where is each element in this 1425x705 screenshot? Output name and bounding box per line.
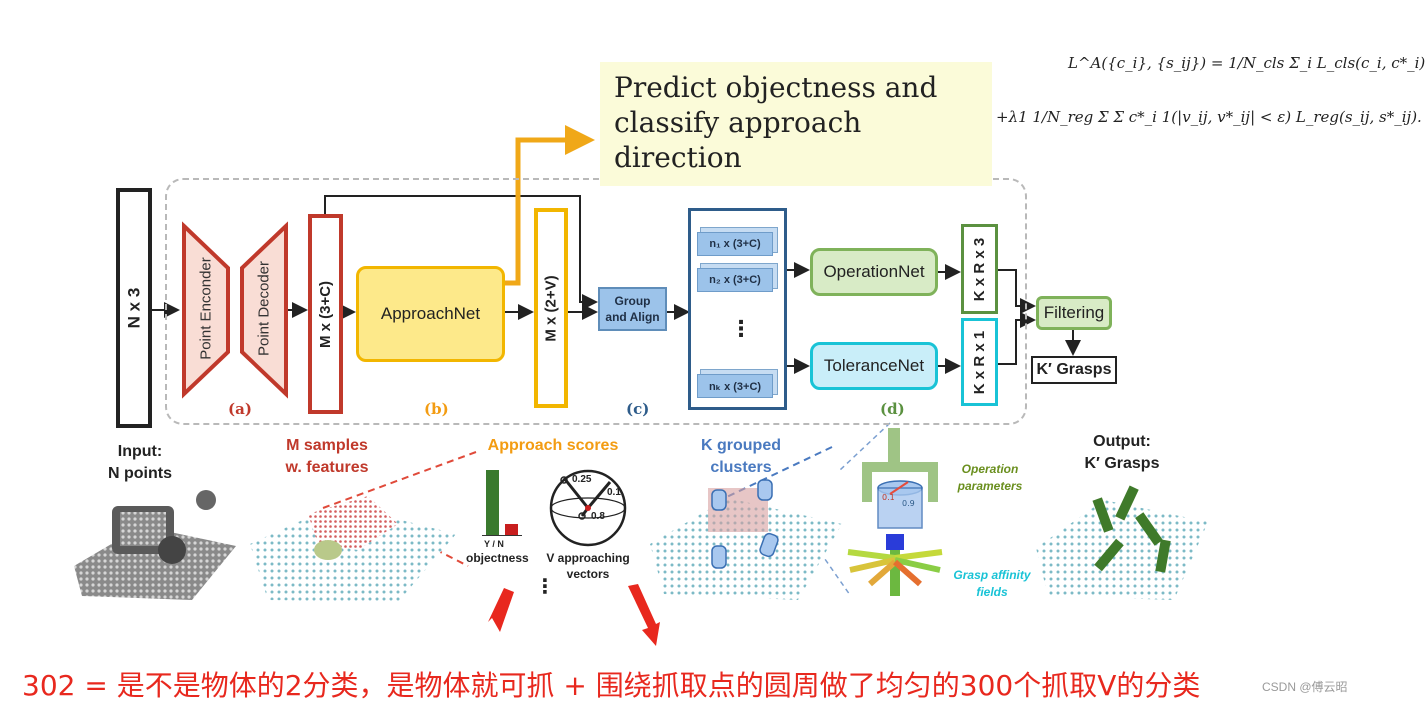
pipeline-frame xyxy=(165,178,1027,425)
tolerance-output-label: K x R x 1 xyxy=(971,330,988,394)
caption-output-line-2: K′ Grasps xyxy=(1084,455,1160,472)
point-decoder-shape xyxy=(240,221,288,399)
group-align-block: Group and Align xyxy=(598,287,667,331)
approach-output-block: M x (2+V) xyxy=(534,208,568,408)
svg-text:0.1: 0.1 xyxy=(882,493,895,502)
objectness-y-n: Y / N xyxy=(484,539,504,549)
affinity-caption-line-1: Grasp affinity xyxy=(953,568,1031,582)
point-encoder-shape xyxy=(182,221,230,399)
sphere-value-01: 0.1 xyxy=(607,487,621,498)
operation-parameters-caption: Operation parameters xyxy=(950,461,1030,495)
stage-label-d: (d) xyxy=(880,400,905,418)
loss-formula-line-1: L^A({c_i}, {s_ij}) = 1/N_cls Σ_i L_cls(c… xyxy=(1068,54,1425,72)
seed-features-block: M x (3+C) xyxy=(308,214,343,414)
caption-samples-line-2: w. features xyxy=(285,459,369,476)
approach-sphere-icon xyxy=(549,469,627,547)
vectors-caption-line-2: vectors xyxy=(566,567,610,581)
caption-output-line-1: Output: xyxy=(1093,433,1151,450)
group-align-label: Group and Align xyxy=(605,294,660,324)
approach-output-label: M x (2+V) xyxy=(542,274,560,342)
tolerancenet-block: ToleranceNet xyxy=(810,342,938,390)
vectors-caption-line-1: V approaching xyxy=(546,551,630,565)
caption-output: Output: K′ Grasps xyxy=(1072,431,1172,475)
objectness-caption: objectness xyxy=(466,551,529,565)
red-arrow-right-icon xyxy=(628,584,660,646)
point-decoder-label: Point Decoder xyxy=(255,260,273,357)
callout-line-3: direction xyxy=(614,141,742,174)
cluster-item-1: n₁ x (3+C) xyxy=(697,232,773,256)
loss-formula-line-2: +λ1 1/N_reg Σ Σ c*_i 1(|v_ij, v*_ij| < ε… xyxy=(996,108,1422,126)
cluster-item-2: n₂ x (3+C) xyxy=(697,268,773,292)
caption-grouped-clusters: K grouped clusters xyxy=(686,435,796,479)
sphere-value-08: 0.8 xyxy=(591,511,605,522)
caption-approach-scores: Approach scores xyxy=(487,437,619,454)
operation-output-label: K x R x 3 xyxy=(971,237,988,301)
operation-output-block: K x R x 3 xyxy=(961,224,998,314)
cluster-item-k: nₖ x (3+C) xyxy=(697,374,773,398)
operationnet-block: OperationNet xyxy=(810,248,938,296)
affinity-fields-graphic xyxy=(847,534,943,596)
samples-point-cloud-image xyxy=(250,496,456,602)
svg-text:0.9: 0.9 xyxy=(902,499,915,508)
approachnet-block: ApproachNet xyxy=(356,266,505,362)
caption-input-line-2: N points xyxy=(108,465,172,482)
input-block: N x 3 xyxy=(116,188,152,428)
callout-line-1: Predict objectness and xyxy=(614,71,938,104)
affinity-caption: Grasp affinity fields xyxy=(944,567,1040,601)
sphere-value-025: 0.25 xyxy=(572,474,592,485)
callout-box: Predict objectness and classify approach… xyxy=(600,62,992,186)
watermark: CSDN @傅云昭 xyxy=(1262,680,1348,694)
stage-label-a: (a) xyxy=(228,400,252,418)
vectors-ellipsis: ⋮ xyxy=(535,576,555,598)
objectness-bar-no xyxy=(505,524,518,535)
caption-grouped-line-1: K grouped xyxy=(701,437,781,454)
caption-grouped-line-2: clusters xyxy=(710,459,772,476)
input-block-label: N x 3 xyxy=(124,287,144,329)
cluster-ellipsis: ⋮ xyxy=(730,316,752,341)
objectness-bar-yes xyxy=(486,470,499,535)
clusters-point-cloud-image xyxy=(650,479,842,600)
red-arrow-left-icon xyxy=(488,588,514,632)
operation-parameters-line-1: Operation xyxy=(961,462,1019,476)
caption-samples-line-1: M samples xyxy=(286,437,368,454)
tolerance-output-block: K x R x 1 xyxy=(961,318,998,406)
vectors-caption: V approaching vectors xyxy=(540,550,636,582)
chinese-note: 302 = 是不是物体的2分类，是物体就可抓 + 围绕抓取点的圆周做了均匀的30… xyxy=(22,669,1201,702)
point-encoder-label: Point Enconder xyxy=(197,257,215,360)
seed-features-label: M x (3+C) xyxy=(317,280,335,348)
operation-parameters-line-2: parameters xyxy=(957,479,1023,493)
gripper-graphic: 0.1 0.9 xyxy=(862,428,938,529)
affinity-caption-line-2: fields xyxy=(976,585,1008,599)
stage-label-c: (c) xyxy=(626,400,650,418)
objectness-baseline xyxy=(482,535,522,536)
caption-input-line-1: Input: xyxy=(117,443,163,460)
callout-line-2: classify approach xyxy=(614,106,862,139)
caption-samples: M samples w. features xyxy=(262,435,392,479)
output-grasps-image xyxy=(1036,485,1208,600)
clusters-container xyxy=(688,208,787,410)
k-grasps-block: K′ Grasps xyxy=(1031,356,1117,384)
caption-input: Input: N points xyxy=(90,441,190,485)
input-point-cloud-image xyxy=(74,490,236,600)
stage-label-b: (b) xyxy=(424,400,449,418)
filtering-block: Filtering xyxy=(1036,296,1112,330)
